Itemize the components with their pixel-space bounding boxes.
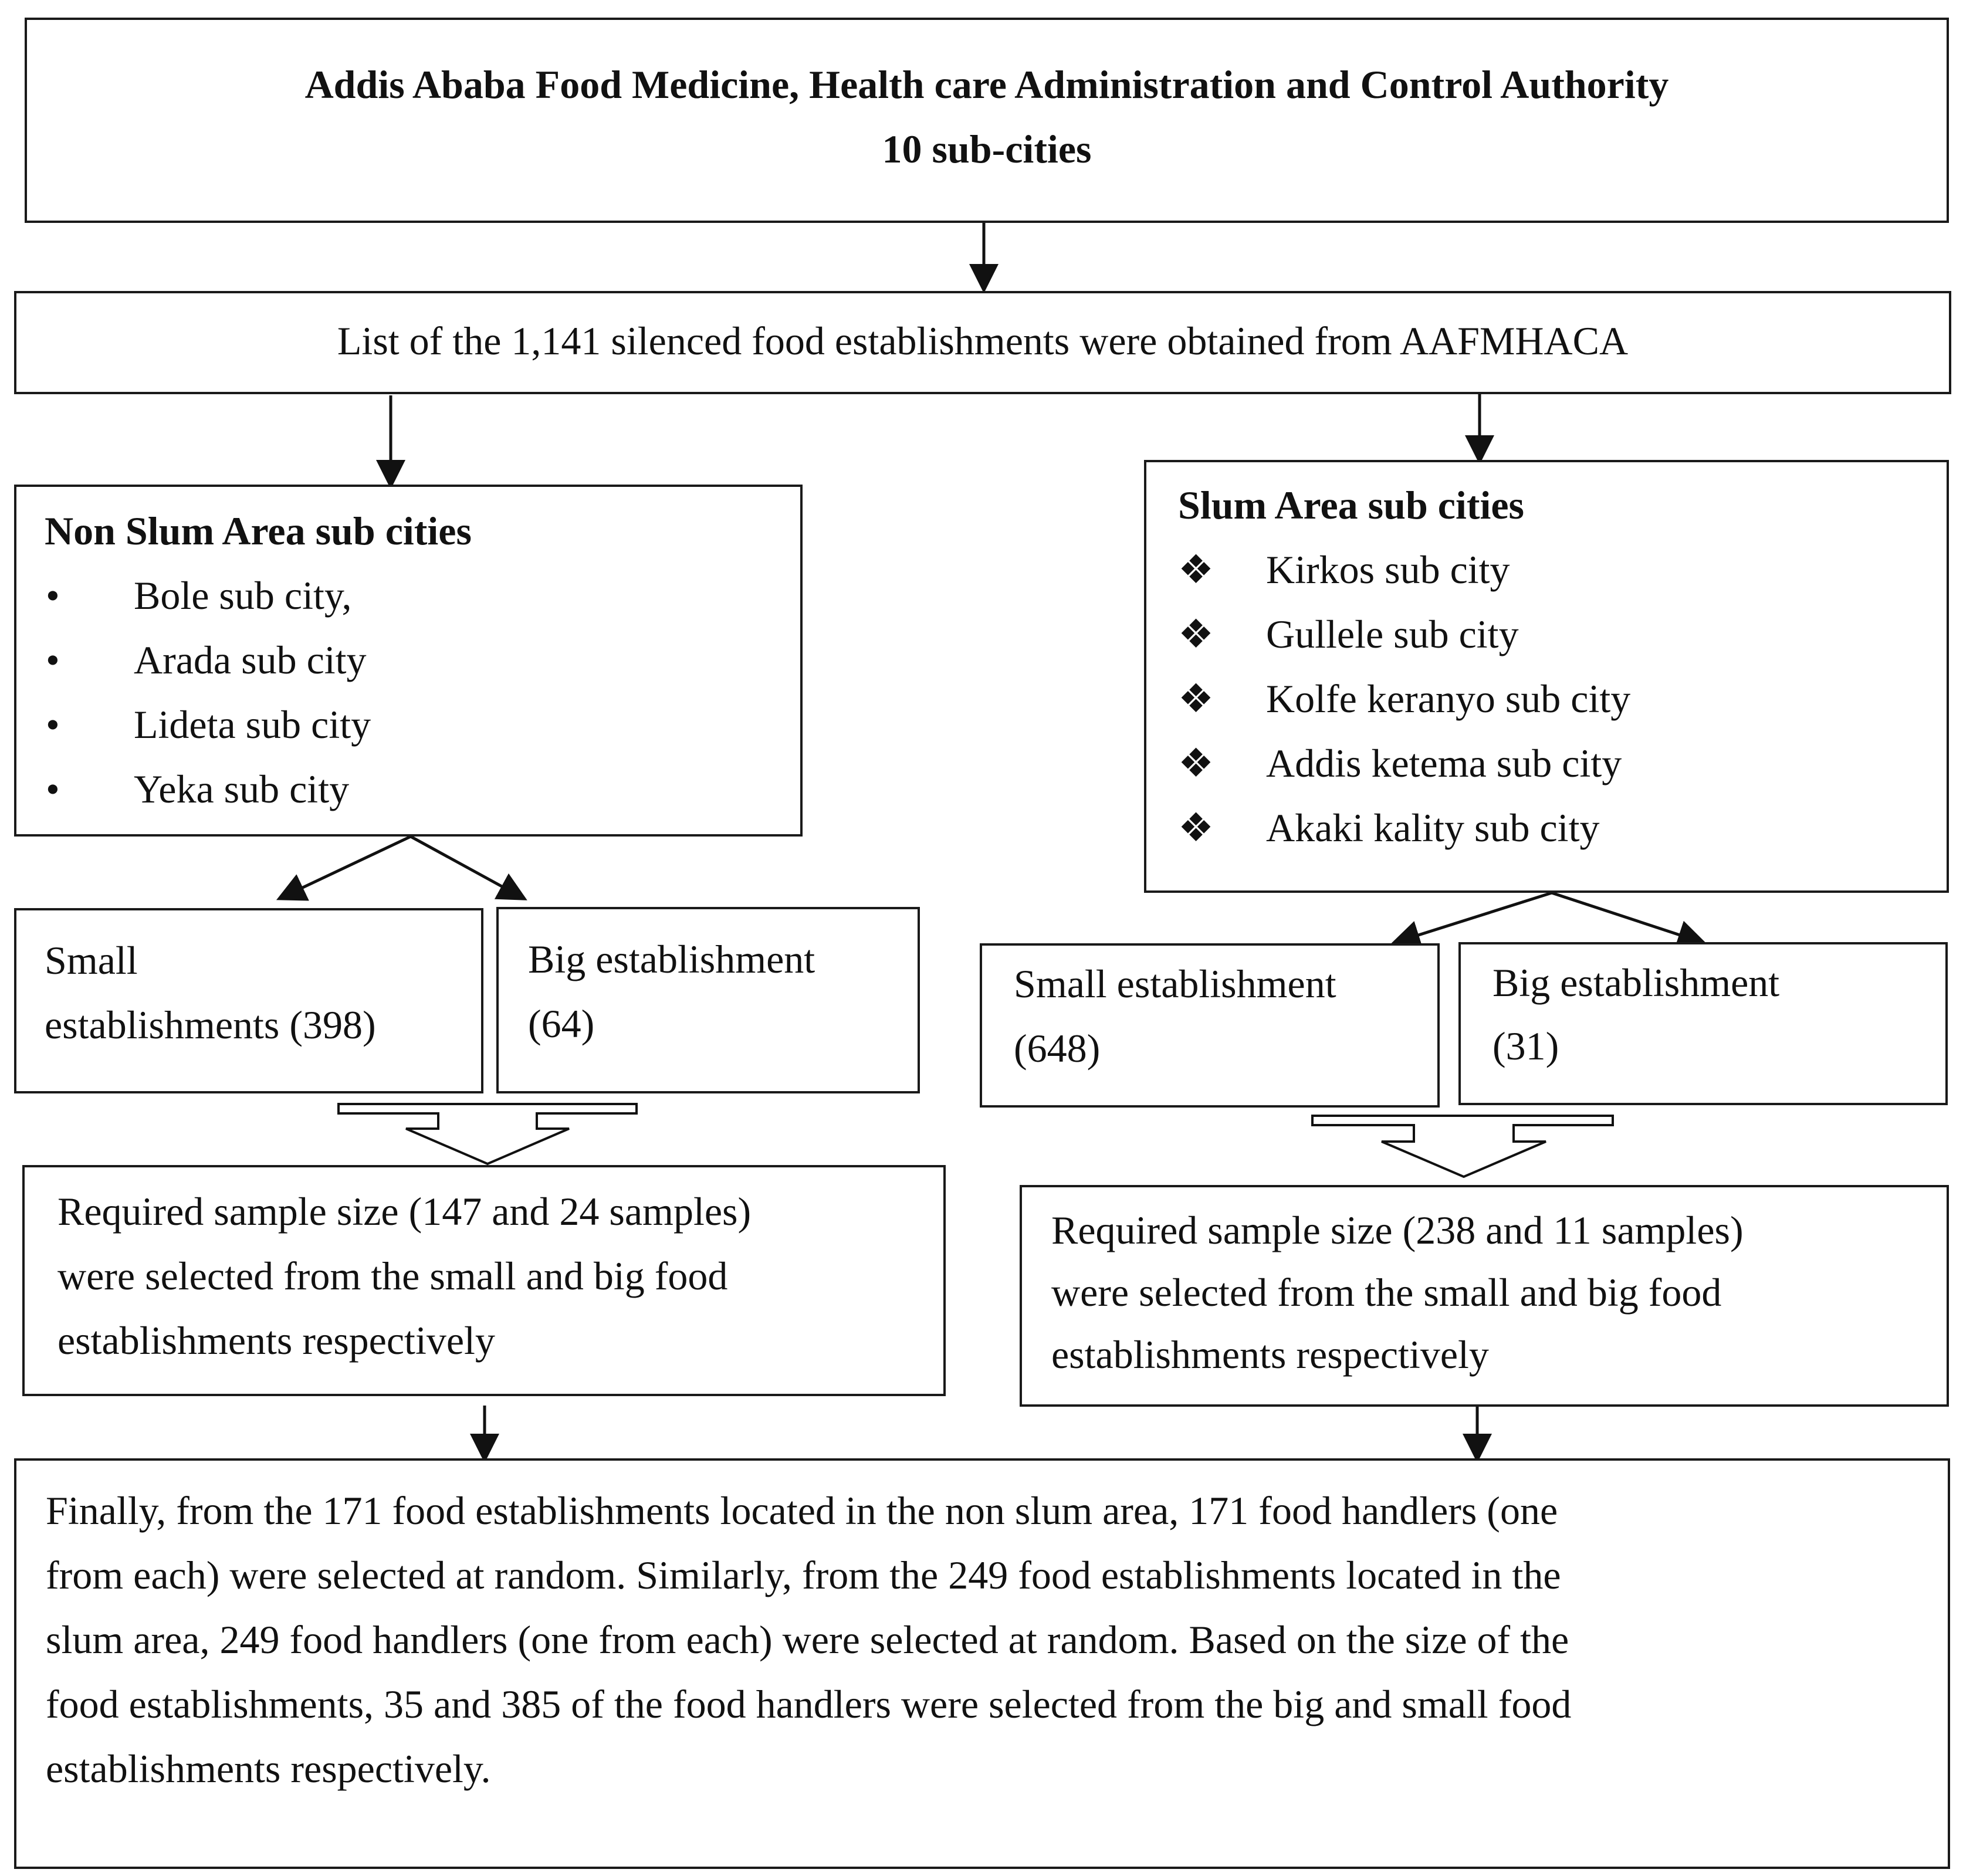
slum-small-line1: Small establishment — [1014, 961, 1336, 1006]
slum-item-1: Kirkos sub city — [1266, 547, 1510, 592]
non-slum-bullet-1: • — [46, 573, 60, 618]
establishment-list-text: List of the 1,141 silenced food establis… — [337, 319, 1629, 363]
non-slum-bullet-2: • — [46, 638, 60, 682]
slum-item-2: Gullele sub city — [1266, 612, 1519, 656]
final-line-1: Finally, from the 171 food establishment… — [46, 1488, 1558, 1533]
non-slum-big-line1: Big establishment — [528, 937, 815, 981]
sub-cities-count: 10 sub-cities — [882, 127, 1092, 171]
non-slum-item-3: Lideta sub city — [134, 702, 371, 747]
slum-bullet-5: ❖ — [1178, 805, 1214, 850]
slum-bullet-2: ❖ — [1178, 612, 1214, 656]
non-slum-big-box: Big establishment (64) — [496, 907, 920, 1093]
slum-big-box: Big establishment (31) — [1458, 942, 1948, 1105]
slum-big-line2: (31) — [1492, 1024, 1559, 1068]
establishment-list-box: List of the 1,141 silenced food establis… — [14, 291, 1951, 394]
non-slum-sample-line1: Required sample size (147 and 24 samples… — [57, 1189, 752, 1234]
arrow-nonslum-to-big — [409, 835, 527, 900]
non-slum-small-line2: establishments (398) — [45, 1003, 376, 1047]
arrow-nonslum-to-small — [276, 835, 412, 901]
hollow-arrow-nonslum — [337, 1103, 638, 1166]
non-slum-item-4: Yeka sub city — [134, 767, 350, 811]
final-line-2: from each) were selected at random. Simi… — [46, 1553, 1561, 1597]
non-slum-bullet-4: • — [46, 767, 60, 811]
final-line-5: establishments respectively. — [46, 1746, 491, 1791]
slum-small-box: Small establishment (648) — [980, 943, 1440, 1108]
slum-big-line1: Big establishment — [1492, 960, 1780, 1005]
slum-bullet-1: ❖ — [1178, 547, 1214, 592]
slum-sample-line1: Required sample size (238 and 11 samples… — [1051, 1208, 1744, 1252]
non-slum-big-line2: (64) — [528, 1001, 595, 1046]
slum-box: Slum Area sub cities ❖ Kirkos sub city ❖… — [1144, 460, 1949, 893]
slum-sample-box: Required sample size (238 and 11 samples… — [1020, 1185, 1949, 1407]
slum-sample-line2: were selected from the small and big foo… — [1051, 1270, 1722, 1315]
non-slum-box: Non Slum Area sub cities • Bole sub city… — [14, 485, 803, 837]
non-slum-sample-box: Required sample size (147 and 24 samples… — [22, 1165, 946, 1396]
final-selection-box: Finally, from the 171 food establishment… — [14, 1458, 1950, 1869]
non-slum-small-line1: Small — [45, 938, 138, 983]
slum-title: Slum Area sub cities — [1178, 483, 1525, 527]
arrow-slum-to-big — [1551, 891, 1707, 949]
slum-small-line2: (648) — [1014, 1026, 1101, 1071]
slum-item-4: Addis ketema sub city — [1266, 741, 1622, 785]
non-slum-item-1: Bole sub city, — [134, 573, 352, 618]
non-slum-sample-line2: were selected from the small and big foo… — [57, 1254, 728, 1298]
final-line-3: slum area, 249 food handlers (one from e… — [46, 1617, 1569, 1662]
authority-title: Addis Ababa Food Medicine, Health care A… — [304, 62, 1669, 107]
slum-item-3: Kolfe keranyo sub city — [1266, 676, 1631, 721]
hollow-arrow-slum — [1311, 1115, 1614, 1179]
non-slum-title: Non Slum Area sub cities — [45, 509, 472, 553]
non-slum-item-2: Arada sub city — [134, 638, 367, 682]
slum-sample-line3: establishments respectively — [1051, 1332, 1489, 1377]
non-slum-sample-line3: establishments respectively — [57, 1318, 495, 1363]
slum-bullet-3: ❖ — [1178, 676, 1214, 721]
non-slum-bullet-3: • — [46, 702, 60, 747]
slum-item-5: Akaki kality sub city — [1266, 805, 1600, 850]
authority-box: Addis Ababa Food Medicine, Health care A… — [25, 18, 1949, 223]
non-slum-small-box: Small establishments (398) — [14, 908, 483, 1093]
final-line-4: food establishments, 35 and 385 of the f… — [46, 1682, 1572, 1726]
slum-bullet-4: ❖ — [1178, 741, 1214, 785]
arrow-slum-to-small — [1390, 891, 1552, 949]
